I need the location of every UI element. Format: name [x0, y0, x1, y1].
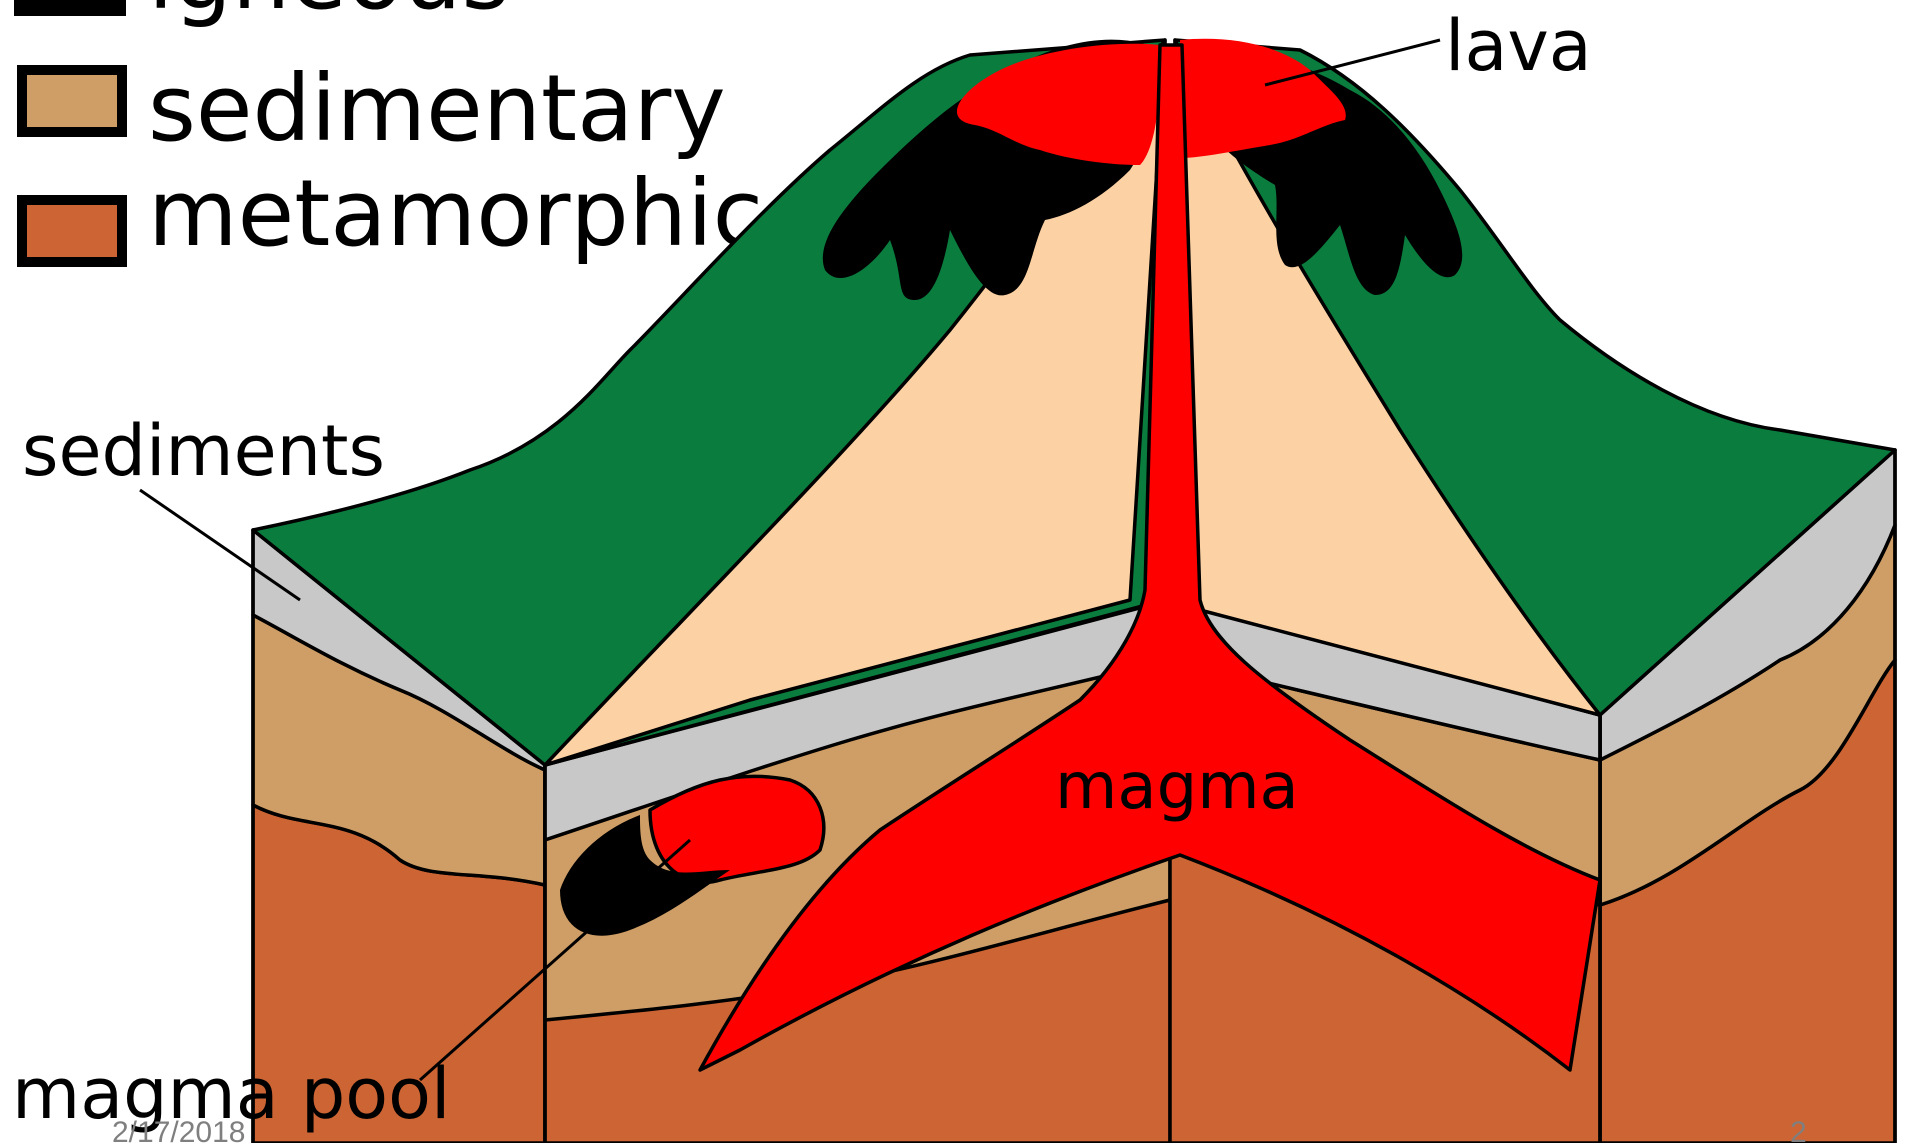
label-magma: magma — [1055, 750, 1299, 824]
footer-date: 2/17/2018 — [112, 1116, 245, 1143]
label-lava: lava — [1445, 5, 1592, 87]
legend-swatch-sedimentary — [22, 70, 122, 132]
legend-swatch-metamorphic — [22, 200, 122, 262]
legend-label-igneous: igneous — [148, 0, 509, 30]
legend: igneous sedimentary metamorphic — [18, 0, 763, 267]
legend-label-metamorphic: metamorphic — [148, 160, 763, 267]
footer-page-number: 2 — [1790, 1116, 1807, 1143]
legend-label-sedimentary: sedimentary — [148, 55, 726, 162]
legend-swatch-igneous — [18, 0, 122, 12]
label-sediments: sediments — [22, 410, 385, 492]
